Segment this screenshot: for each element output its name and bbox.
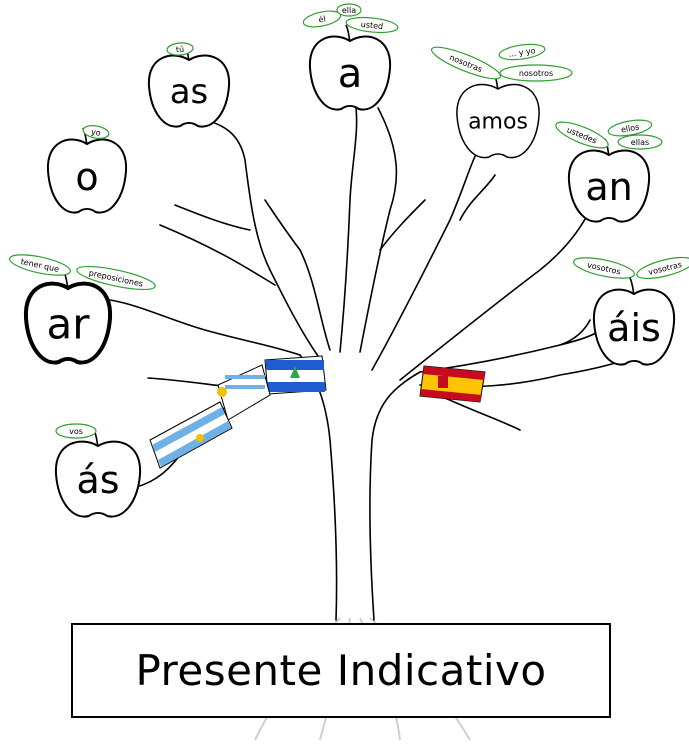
pronoun-leaf: tener que [9,254,71,276]
pronoun-leaf: nosotros [499,64,573,82]
leaf-shape [555,121,609,149]
pronoun-label: él [317,13,326,24]
leaf-shape [498,43,546,61]
apple-as: as tú [147,42,231,128]
leaf-shape [9,254,71,276]
apple-body [147,54,231,128]
pronoun-label: ellos [620,122,640,134]
apple-body [592,288,676,366]
tree-trunk [109,99,626,621]
leaf-shape [76,265,156,291]
pronoun-leaf: ellas [617,134,663,150]
apple-a: a él ella usted [302,3,399,111]
leaf-shape [636,256,689,280]
leaf-shape [55,423,97,439]
leaf-shape [573,257,635,279]
pronoun-label: tú [176,45,185,55]
pronoun-leaf: ella [336,3,362,17]
apple-body [308,35,392,111]
pronoun-label: nosotros [519,69,553,78]
pronoun-label: usted [360,20,383,31]
pronoun-leaf: usted [345,16,399,34]
pronoun-leaf: él [302,10,342,28]
apple-amos: amos nosotras ... y yo nosotros [430,43,573,159]
pronoun-label: ella [342,6,356,15]
pronoun-leaf: yo [82,125,110,139]
pronoun-leaf: tú [166,42,194,56]
latin-american-ribbon [149,355,327,469]
pronoun-leaf: vosotros [573,257,635,279]
leaf-shape [499,64,573,82]
verb-ending: ar [46,300,90,349]
pronoun-label: vos [69,427,83,436]
leaf-shape [430,46,502,80]
pronoun-leaf: ... y yo [498,43,546,61]
leaf-shape [607,119,653,137]
pronoun-leaf: ellos [607,119,653,137]
leaf-shape [166,42,194,56]
pronoun-label: ... y yo [508,46,536,59]
verb-ending: as [170,72,209,112]
pronoun-leaf: ustedes [555,121,609,149]
apple-body [54,440,142,518]
apple-body [567,149,651,223]
verb-ending: ás [76,458,119,502]
apple-body [46,138,128,214]
verb-ending: áis [607,306,661,350]
verb-ending: amos [468,110,528,135]
apple-body [23,281,113,365]
title-box: Presente Indicativo [71,623,611,718]
verb-ending: an [585,165,632,209]
leaf-shape [345,16,399,34]
pronoun-leaf: vosotras [636,256,689,280]
verb-ending: a [338,51,363,97]
pronoun-leaf: vos [55,423,97,439]
verb-ending: o [75,155,98,199]
apple-body [456,83,540,159]
pronoun-label: yo [90,127,101,138]
apple-as-vos: ás vos [54,423,142,518]
apple-an: an ustedes ellos ellas [555,119,663,223]
leaf-shape [617,134,663,150]
leaf-shape [82,125,110,139]
spain-ribbon [419,365,486,403]
leaf-shape [336,3,362,17]
pronoun-label: ellas [631,138,649,147]
page-title: Presente Indicativo [135,646,547,695]
pronoun-leaf: nosotras [430,46,502,80]
leaf-shape [302,10,342,28]
apple-o: o yo [46,125,128,214]
